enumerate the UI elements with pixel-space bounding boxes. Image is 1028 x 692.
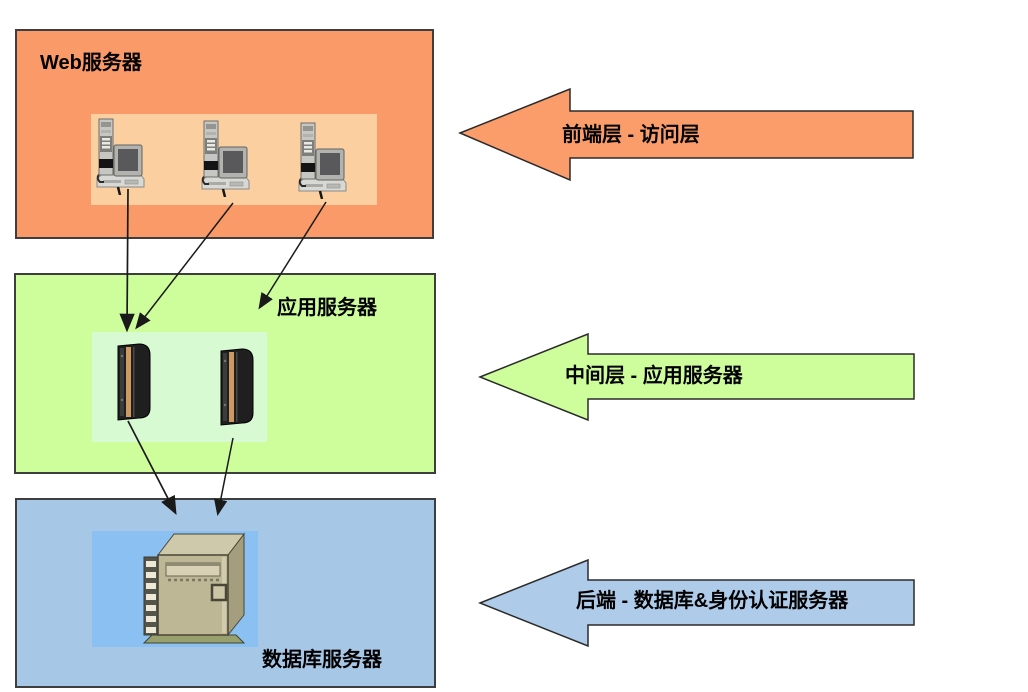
back-tier-arrow-label: 后端 - 数据库&身份认证服务器	[576, 590, 849, 612]
desktop-computer-icon	[94, 117, 148, 195]
tier-label-app: 应用服务器	[277, 297, 377, 319]
front-tier-arrow	[458, 87, 914, 182]
rack-server-icon	[113, 342, 155, 422]
rack-server-icon	[216, 347, 258, 427]
tier-label-web: Web服务器	[40, 52, 142, 74]
middle-tier-arrow	[478, 332, 915, 422]
desktop-computer-icon	[296, 121, 350, 199]
front-tier-arrow-label: 前端层 - 访问层	[562, 124, 700, 146]
tier-label-db: 数据库服务器	[262, 649, 382, 671]
middle-tier-arrow-label: 中间层 - 应用服务器	[565, 365, 743, 387]
desktop-computer-icon	[199, 119, 253, 197]
back-tier-arrow	[478, 558, 915, 648]
mainframe-server-icon	[142, 532, 246, 644]
